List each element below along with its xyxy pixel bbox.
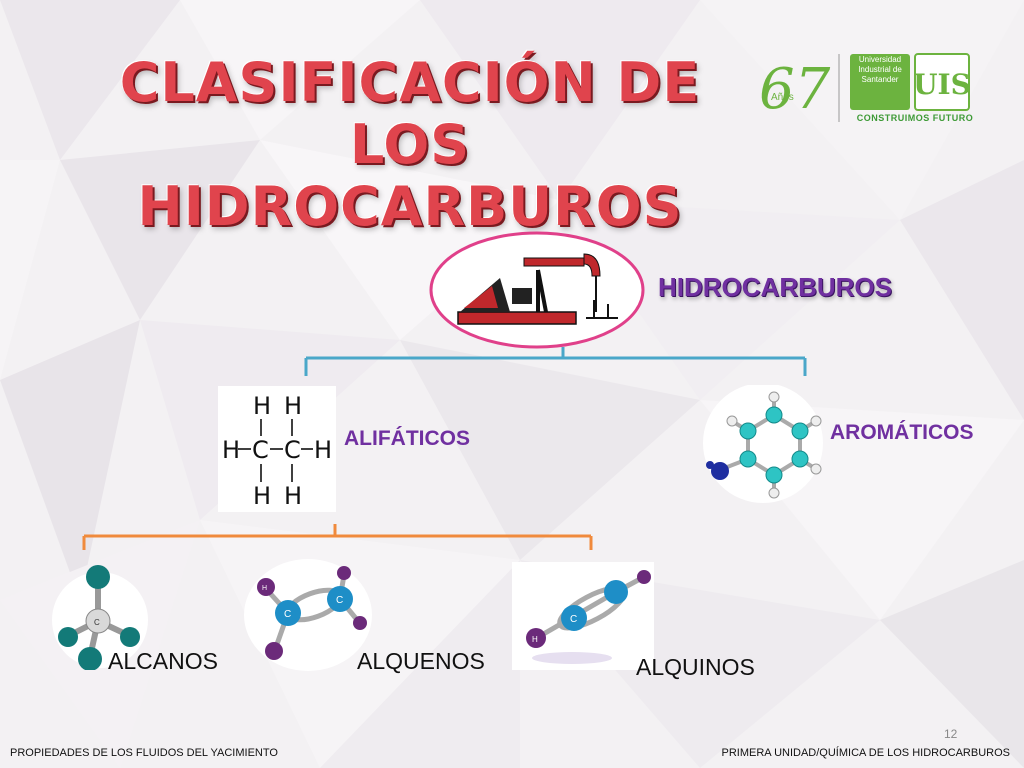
logo-university-name: Universidad Industrial de Santander — [852, 55, 908, 85]
svg-text:H: H — [253, 482, 271, 510]
alkene-carbon1-letter: C — [284, 609, 291, 620]
svg-text:C: C — [252, 436, 269, 464]
alkane-molecule-icon: C — [52, 565, 148, 670]
alkyne-carbon-letter: C — [570, 614, 577, 625]
slide-title: CLASIFICACIÓN DE LOS HIDROCARBUROS — [80, 52, 740, 238]
alkene-carbon2-letter: C — [336, 595, 343, 606]
alkene-molecule-icon: C C H — [244, 559, 372, 671]
alkane-carbon-letter: C — [94, 618, 100, 627]
logo-university-line3: Santander — [861, 75, 899, 84]
root-label: HIDROCARBUROS — [658, 272, 892, 302]
alkanes-label: ALCANOS — [108, 648, 218, 674]
svg-text:H: H — [284, 482, 302, 510]
logo-university-line1: Universidad — [858, 55, 902, 64]
university-logo: 67 Años UIS — [759, 53, 971, 122]
logo-university-line2: Industrial de — [858, 65, 902, 74]
svg-text:H: H — [284, 392, 302, 420]
svg-text:H: H — [222, 436, 240, 464]
svg-text:H: H — [253, 392, 271, 420]
ethane-structure: H H H C C H H H — [218, 386, 336, 512]
svg-text:C: C — [284, 436, 301, 464]
aromatic-label: AROMÁTICOS — [830, 421, 974, 444]
logo-slogan: CONSTRUIMOS FUTURO — [856, 113, 974, 123]
logo-years-label: Años — [771, 92, 794, 103]
pumpjack-oval — [429, 231, 645, 349]
page-number: 12 — [944, 727, 958, 741]
slide-title-line2: HIDROCARBUROS — [137, 175, 683, 238]
alkenes-label: ALQUENOS — [357, 648, 485, 674]
logo-years-number: 67 — [759, 57, 831, 122]
svg-text:H: H — [314, 436, 332, 464]
slide-title-line1: CLASIFICACIÓN DE LOS — [119, 51, 701, 176]
alkyne-molecule-icon: C H — [512, 562, 654, 670]
alkyne-hydrogen-letter: H — [532, 635, 538, 644]
aliphatic-label: ALIFÁTICOS — [344, 427, 470, 450]
footer-course-title: PROPIEDADES DE LOS FLUIDOS DEL YACIMIENT… — [10, 747, 278, 759]
oil-pumpjack-icon — [457, 253, 618, 325]
alkene-hydrogen-letter: H — [262, 585, 267, 592]
logo-mark: UIS — [913, 68, 971, 101]
alkynes-label: ALQUINOS — [636, 654, 755, 680]
aromatic-molecule-icon — [703, 385, 823, 503]
footer-unit-title: PRIMERA UNIDAD/QUÍMICA DE LOS HIDROCARBU… — [721, 747, 1011, 759]
